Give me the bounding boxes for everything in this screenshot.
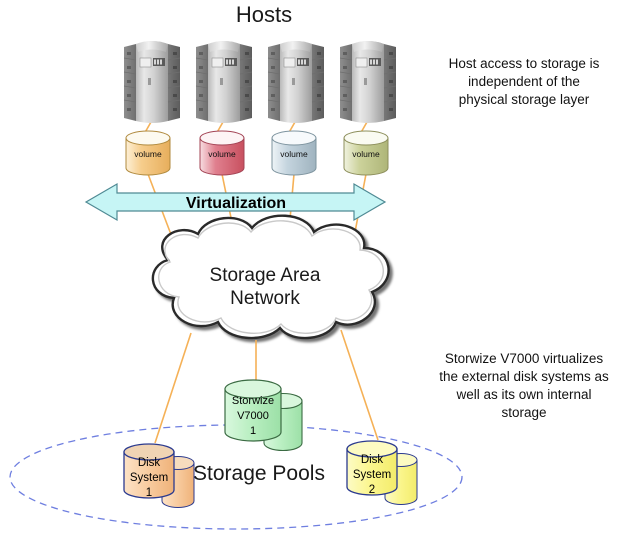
disk-system-2[interactable]: Disk System 2 (346, 440, 418, 505)
server-tower-icon (195, 41, 253, 123)
volume-label: volume (134, 149, 162, 159)
device-label-line1: Disk (361, 454, 384, 466)
cloud-icon (151, 214, 390, 340)
cylinder-icon (343, 130, 389, 176)
device-label-line2: System (130, 472, 168, 484)
note-host-access: Host access to storage is independent of… (449, 56, 600, 107)
connector-cloud-disksystem2 (340, 329, 379, 441)
device-label-line3: 2 (369, 484, 375, 496)
host-1[interactable] (123, 41, 181, 123)
virtualization-label: Virtualization (186, 195, 286, 212)
cylinder-icon (199, 130, 245, 176)
disk-system-1[interactable]: Disk System 1 (123, 443, 195, 508)
volume-label: volume (280, 149, 308, 159)
volume-group: volume volume volume (125, 130, 389, 176)
device-label-line1: Storwize (232, 395, 274, 407)
volume-4[interactable]: volume (343, 130, 389, 176)
storage-area-network-cloud[interactable]: Storage Area Network (151, 214, 390, 340)
virtualization-arrow: Virtualization (84, 182, 387, 222)
host-3[interactable] (267, 41, 325, 123)
connectors-cloud-to-storage (154, 329, 379, 444)
device-label-line2: System (353, 469, 391, 481)
note-storwize-line3: well as its own internal (455, 387, 591, 402)
server-tower-icon (123, 41, 181, 123)
cloud-inner-edge (158, 220, 384, 334)
double-arrow-icon (84, 182, 387, 222)
cylinder-icon (125, 130, 171, 176)
page-title: Hosts (236, 2, 292, 27)
device-label-line1: Disk (138, 457, 161, 469)
cylinder-icon (271, 130, 317, 176)
device-label-line2: V7000 (237, 410, 269, 422)
storage-pools-label: Storage Pools (193, 462, 325, 485)
storwize-v7000-1[interactable]: Storwize V7000 1 (224, 379, 303, 452)
note-storwize-line1: Storwize V7000 virtualizes (445, 351, 604, 366)
server-tower-icon (339, 41, 397, 123)
cloud-label-line2: Network (230, 288, 300, 309)
note-storwize-line4: storage (501, 405, 546, 420)
cylinder-front-icon (123, 443, 175, 499)
volume-2[interactable]: volume (199, 130, 245, 176)
volume-1[interactable]: volume (125, 130, 171, 176)
host-group (123, 41, 397, 123)
cylinder-front-icon (224, 379, 282, 442)
connector-cloud-disksystem1 (154, 332, 192, 444)
note-host-access-line2: independent of the (468, 74, 580, 89)
cloud-label-line1: Storage Area (210, 265, 321, 286)
note-host-access-line1: Host access to storage is (449, 56, 600, 71)
host-2[interactable] (195, 41, 253, 123)
note-storwize-line2: the external disk systems as (439, 369, 609, 384)
volume-3[interactable]: volume (271, 130, 317, 176)
note-host-access-line3: physical storage layer (459, 92, 590, 107)
volume-label: volume (352, 149, 380, 159)
host-4[interactable] (339, 41, 397, 123)
cylinder-front-icon (346, 440, 398, 496)
server-tower-icon (267, 41, 325, 123)
volume-label: volume (208, 149, 236, 159)
connectors-host-to-volume (142, 121, 368, 137)
device-label-line3: 1 (250, 425, 256, 437)
note-storwize-virtualizes: Storwize V7000 virtualizes the external … (439, 351, 609, 420)
device-label-line3: 1 (146, 487, 152, 499)
